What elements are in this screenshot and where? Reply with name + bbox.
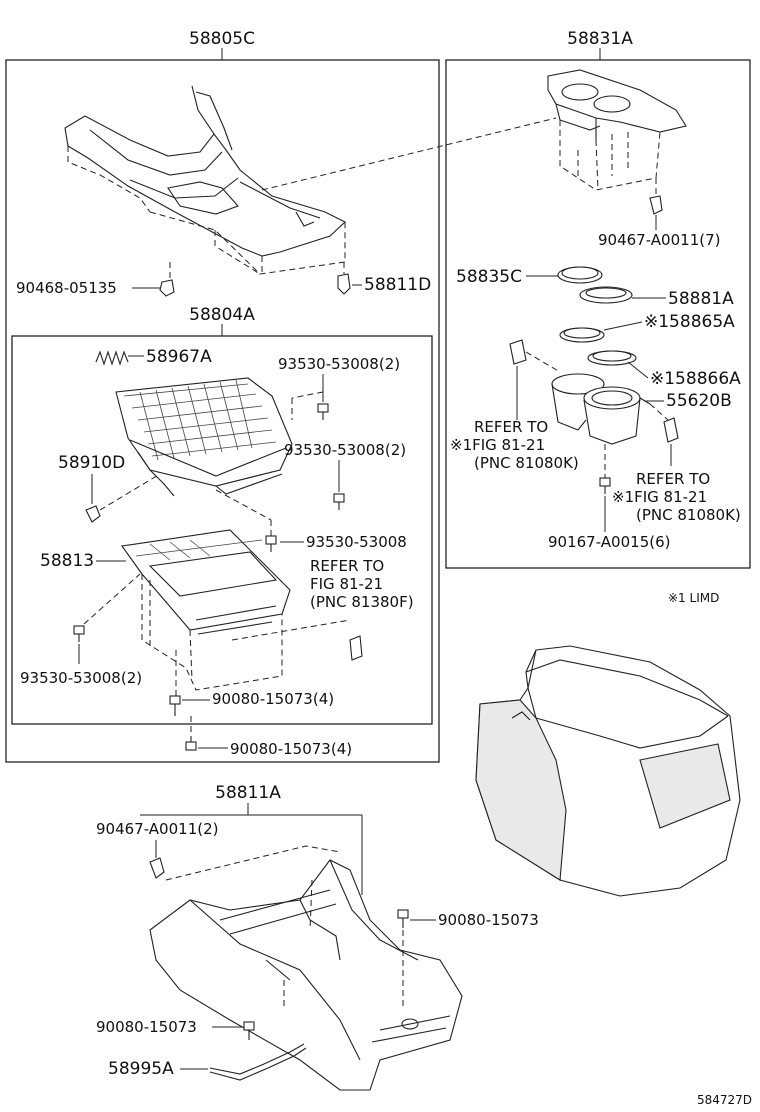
label-93530-53008-2-c: 93530-53008(2) xyxy=(20,669,142,687)
clip-90467-A0011-7-icon xyxy=(649,195,663,215)
screw-93530-a-icon xyxy=(291,391,329,420)
lid-tray xyxy=(115,377,293,497)
bolt-90080-a-icon xyxy=(169,695,181,716)
bolt-90080-r-icon xyxy=(397,909,409,1010)
ref-b-line1: REFER TO xyxy=(636,470,710,488)
label-58813: 58813 xyxy=(40,551,94,571)
console-upper-panel xyxy=(64,85,557,275)
label-93530-53008: 93530-53008 xyxy=(306,533,407,551)
ring-58881A-icon xyxy=(579,286,633,304)
label-90167-A0015-6: 90167-A0015(6) xyxy=(548,533,670,551)
label-58865A: ※158865A xyxy=(644,312,735,332)
label-90080-15073-4-b: 90080-15073(4) xyxy=(230,740,352,758)
label-58805C: 58805C xyxy=(189,29,255,49)
ring-58835C-icon xyxy=(557,266,603,284)
armrest-overview xyxy=(475,645,741,897)
label-58811D: 58811D xyxy=(364,275,431,295)
clip-58811D-icon xyxy=(337,262,351,295)
note-limd: ※1 LIMD xyxy=(668,591,719,605)
clip-90467-A0011-2-icon xyxy=(149,857,165,879)
screw-93530-d-icon xyxy=(73,573,141,642)
connector-right-81080K-icon xyxy=(649,403,679,443)
label-90468-05135: 90468-05135 xyxy=(16,279,117,297)
label-90080-15073-r: 90080-15073 xyxy=(438,911,539,929)
inner-box-58813 xyxy=(121,529,351,700)
ref-a-line1: REFER TO xyxy=(474,418,548,436)
console-lower-body xyxy=(149,845,463,1091)
label-58881A: 58881A xyxy=(668,289,734,309)
clip-90468-05135-icon xyxy=(159,262,175,297)
label-90467-A0011-7: 90467-A0011(7) xyxy=(598,231,720,249)
label-93530-53008-2-b: 93530-53008(2) xyxy=(284,441,406,459)
bolt-90080-b-icon xyxy=(185,716,197,751)
bolt-90080-l-icon xyxy=(243,1021,255,1040)
label-90080-15073-4-a: 90080-15073(4) xyxy=(212,690,334,708)
ref-c-line2: FIG 81-21 xyxy=(310,575,383,593)
label-58831A: 58831A xyxy=(567,29,633,49)
label-90467-A0011-2: 90467-A0011(2) xyxy=(96,820,218,838)
label-58835C: 58835C xyxy=(456,267,522,287)
clip-58910D-icon xyxy=(85,473,161,523)
cup-holder-55620B xyxy=(551,373,651,445)
spring-58967A-icon xyxy=(95,350,129,366)
ring-58865A-icon xyxy=(559,327,605,343)
drawing-number: 584727D xyxy=(697,1093,752,1107)
connector-81380F-icon xyxy=(349,635,363,661)
ref-a-line3: (PNC 81080K) xyxy=(474,454,579,472)
screw-93530-b-icon xyxy=(333,493,345,510)
label-58811A: 58811A xyxy=(215,783,281,803)
ref-a-line2: ※1FIG 81-21 xyxy=(450,436,545,454)
label-93530-53008-2-a: 93530-53008(2) xyxy=(278,355,400,373)
label-58967A: 58967A xyxy=(146,347,212,367)
label-58804A: 58804A xyxy=(189,305,255,325)
label-55620B: 55620B xyxy=(666,391,732,411)
ref-c-line3: (PNC 81380F) xyxy=(310,593,414,611)
ring-58866A-icon xyxy=(587,350,637,366)
screw-93530-c-icon xyxy=(215,489,277,552)
connector-left-81080K-icon xyxy=(509,339,561,373)
ref-b-line3: (PNC 81080K) xyxy=(636,506,741,524)
ref-b-line2: ※1FIG 81-21 xyxy=(612,488,707,506)
frame-58831A xyxy=(445,59,751,569)
label-58995A: 58995A xyxy=(108,1059,174,1079)
label-90080-15073-l: 90080-15073 xyxy=(96,1018,197,1036)
screw-90167-A0015-icon xyxy=(599,444,611,494)
label-58910D: 58910D xyxy=(58,453,125,473)
bracket-58995A-icon xyxy=(209,1043,307,1081)
label-58866A: ※158866A xyxy=(650,369,741,389)
ref-c-line1: REFER TO xyxy=(310,557,384,575)
cup-holder-panel xyxy=(547,69,687,196)
